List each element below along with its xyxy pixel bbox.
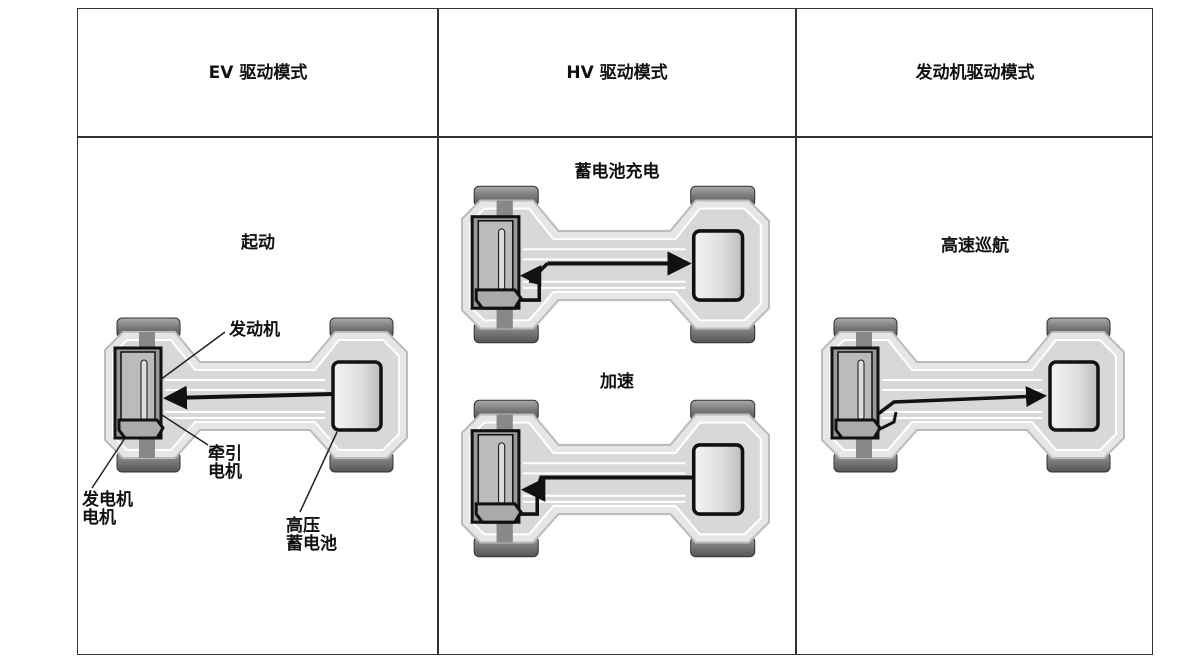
- power-flow-arrow: [518, 493, 539, 516]
- power-flow-arrow: [163, 385, 334, 410]
- mode-table: [77, 8, 1153, 655]
- label-hv-battery-2: 蓄电池: [286, 534, 337, 554]
- header-divider: [77, 136, 1153, 138]
- cruise-diagram: [821, 317, 1125, 473]
- battery: [331, 360, 383, 432]
- power-flow-arrow: [876, 386, 1047, 416]
- ev-start-subtitle: 起动: [241, 233, 275, 253]
- battery: [1048, 360, 1100, 432]
- power-flow-arrow: [520, 475, 694, 502]
- cruise-subtitle: 高速巡航: [941, 236, 1009, 256]
- battery: [691, 229, 745, 302]
- header-hv-mode: HV 驱动模式: [566, 63, 668, 83]
- label-generator-motor-1: 发电机: [82, 490, 133, 510]
- column-divider: [437, 8, 439, 655]
- hv-accel-diagram: [460, 399, 770, 558]
- label-hv-battery-1: 高压: [286, 516, 320, 536]
- power-flow-arrow: [518, 279, 542, 302]
- motor-generator: [474, 288, 523, 310]
- label-engine: 发动机: [229, 320, 280, 340]
- label-traction-motor-2: 电机: [208, 462, 242, 482]
- label-traction-motor-1: 牵引: [208, 444, 242, 464]
- battery: [691, 443, 745, 516]
- label-generator-motor-2: 电机: [82, 508, 116, 528]
- header-ev-mode: EV 驱动模式: [208, 63, 308, 83]
- hv-charging-diagram: [460, 185, 770, 344]
- motor-generator: [474, 502, 523, 524]
- power-flow-arrow: [519, 262, 549, 287]
- hv-accel-subtitle: 加速: [600, 372, 634, 392]
- column-divider: [795, 8, 797, 655]
- ev-start-diagram: [104, 317, 408, 473]
- motor-generator: [117, 418, 165, 440]
- header-engine-mode: 发动机驱动模式: [915, 63, 1035, 83]
- hv-charging-subtitle: 蓄电池充电: [574, 162, 660, 182]
- motor-generator: [834, 418, 882, 440]
